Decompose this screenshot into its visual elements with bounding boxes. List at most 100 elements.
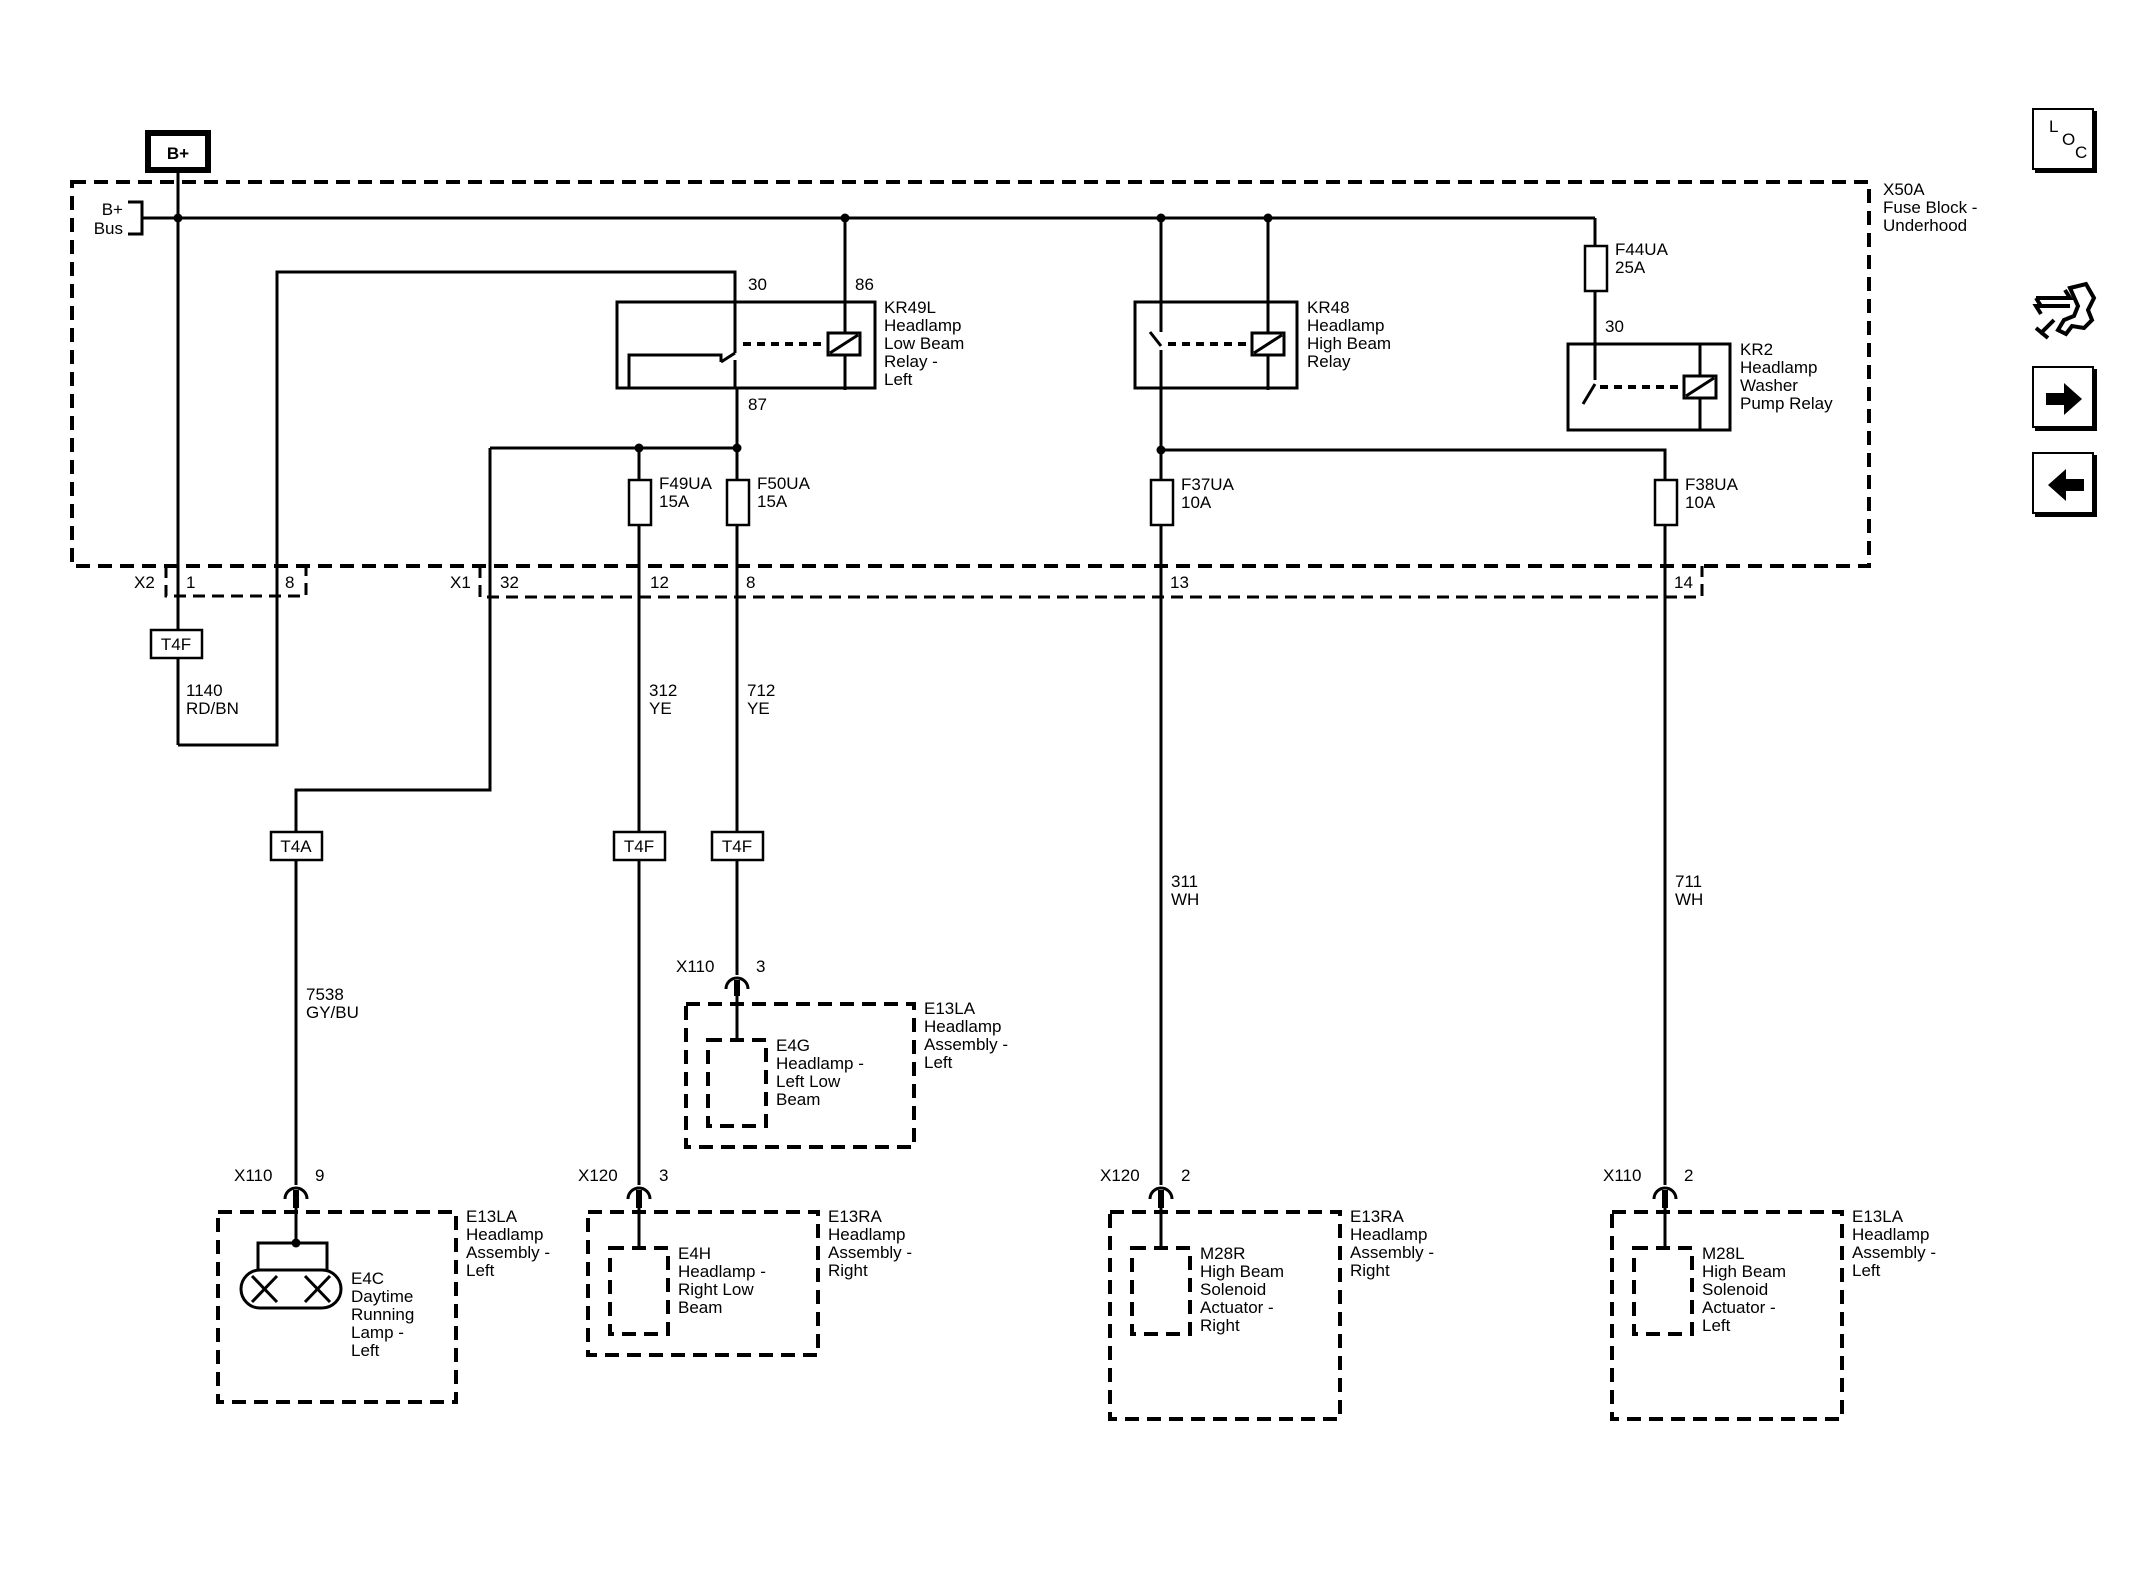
bplus-label: B+ [167,144,189,163]
kr49l-l1: Headlamp [884,316,962,335]
w712-color: YE [747,699,770,718]
connector-x110-2 [1652,1186,1678,1200]
bus-label-1: B+ [102,200,123,219]
x110-9-pin-label: 9 [315,1166,324,1185]
x120-2-pin-label: 2 [1181,1166,1190,1185]
e4g-asm-3: Left [924,1053,953,1072]
e4c-asm-1: Headlamp [466,1225,544,1244]
e4c-l3: Lamp - [351,1323,404,1342]
f38ua-rating: 10A [1685,493,1716,512]
e4h-asm-2: Assembly - [828,1243,912,1262]
connector-end-view-button[interactable] [2030,276,2100,346]
bus-label-2: Bus [94,219,123,238]
x120-2-id: X120 [1100,1166,1140,1185]
m28r-asm-id: E13RA [1350,1207,1405,1226]
x110-3-pin-label: 3 [756,957,765,976]
e4h-asm-1: Headlamp [828,1225,906,1244]
w312-circuit: 312 [649,681,677,700]
fuse-f44ua [1583,244,1609,293]
next-arrow-icon [2046,383,2082,415]
e4g-id: E4G [776,1036,810,1055]
splice-t4f-1-label: T4F [161,635,191,654]
relay-kr2-coil-slash [1685,376,1715,398]
e4c-l4: Left [351,1341,380,1360]
relay-kr2-box [1566,342,1732,432]
fuse-f50ua [725,478,751,527]
w1140-color: RD/BN [186,699,239,718]
f50ua-rating: 15A [757,492,788,511]
loc-button[interactable]: L O C [2032,108,2094,170]
w311-color: WH [1171,890,1199,909]
kr48-l3: Relay [1307,352,1351,371]
kr48-l2: High Beam [1307,334,1391,353]
x2-pin8: 8 [285,573,294,592]
splice-t4a-label: T4A [280,837,312,856]
e4h-asm-3: Right [828,1261,868,1280]
m28r-l2: Solenoid [1200,1280,1266,1299]
kr49l-id: KR49L [884,298,936,317]
m28r-asm-1: Headlamp [1350,1225,1428,1244]
m28r-l1: High Beam [1200,1262,1284,1281]
e4c-lamp-wire [256,1241,329,1290]
previous-button[interactable] [2032,452,2094,514]
previous-arrow-icon [2048,469,2084,501]
assembly-e13la-e4c [216,1210,458,1404]
relay-kr49l-switch [720,351,736,364]
m28l-l1: High Beam [1702,1262,1786,1281]
kr48-id: KR48 [1307,298,1350,317]
x120-3-pin-label: 3 [659,1166,668,1185]
kr2-l1: Headlamp [1740,358,1818,377]
fuse-f37ua [1149,478,1175,527]
kr49l-pin87: 87 [748,395,767,414]
connector-x110-9 [283,1186,309,1200]
w711-color: WH [1675,890,1703,909]
w7538-color: GY/BU [306,1003,359,1022]
f44ua-rating: 25A [1615,258,1646,277]
m28r-l4: Right [1200,1316,1240,1335]
m28l-id: M28L [1702,1244,1745,1263]
w712-circuit: 712 [747,681,775,700]
m28l-asm-id: E13LA [1852,1207,1904,1226]
loc-icon-l: L [2049,117,2059,136]
splice-kr48-86 [1263,213,1273,223]
connector-end-view-icon [2032,281,2097,340]
x1-pin14: 14 [1674,573,1693,592]
assembly-e13la-m28l [1610,1210,1844,1421]
m28l-l2: Solenoid [1702,1280,1768,1299]
f44ua-id: F44UA [1615,240,1669,259]
assembly-e13ra-e4h [586,1210,820,1357]
x1-pin8: 8 [746,573,755,592]
x110-2-id: X110 [1603,1166,1641,1185]
kr49l-l3: Relay - [884,352,938,371]
kr2-l2: Washer [1740,376,1798,395]
splice-t4f-3-label: T4F [722,837,752,856]
f37ua-id: F37UA [1181,475,1235,494]
e4g-asm-id: E13LA [924,999,976,1018]
fuse-f38ua [1653,478,1679,527]
e4c-l1: Daytime [351,1287,413,1306]
m28l-asm-2: Assembly - [1852,1243,1936,1262]
w312-color: YE [649,699,672,718]
f50ua-id: F50UA [757,474,811,493]
e4c-lamp [239,1268,343,1310]
x110-2-pin-label: 2 [1684,1166,1693,1185]
splice-t4f-1 [149,628,204,660]
w711-circuit: 711 [1675,872,1702,891]
fuse-block-outline [70,180,1871,568]
bus-splice-dot [173,213,183,223]
f49ua-id: F49UA [659,474,713,493]
connector-x110-3 [724,976,750,990]
fuse-block-desc-1: Fuse Block - [1883,198,1977,217]
e4c-id: E4C [351,1269,384,1288]
x2-pin1: 1 [186,573,195,592]
w7538-circuit: 7538 [306,985,344,1004]
splice-kr48-30 [1156,213,1166,223]
x110-9-id: X110 [234,1166,272,1185]
m28l-asm-3: Left [1852,1261,1881,1280]
x1-pin13: 13 [1170,573,1189,592]
next-button[interactable] [2032,366,2094,428]
x120-3-id: X120 [578,1166,618,1185]
f37ua-rating: 10A [1181,493,1212,512]
e4g-l1: Headlamp - [776,1054,864,1073]
